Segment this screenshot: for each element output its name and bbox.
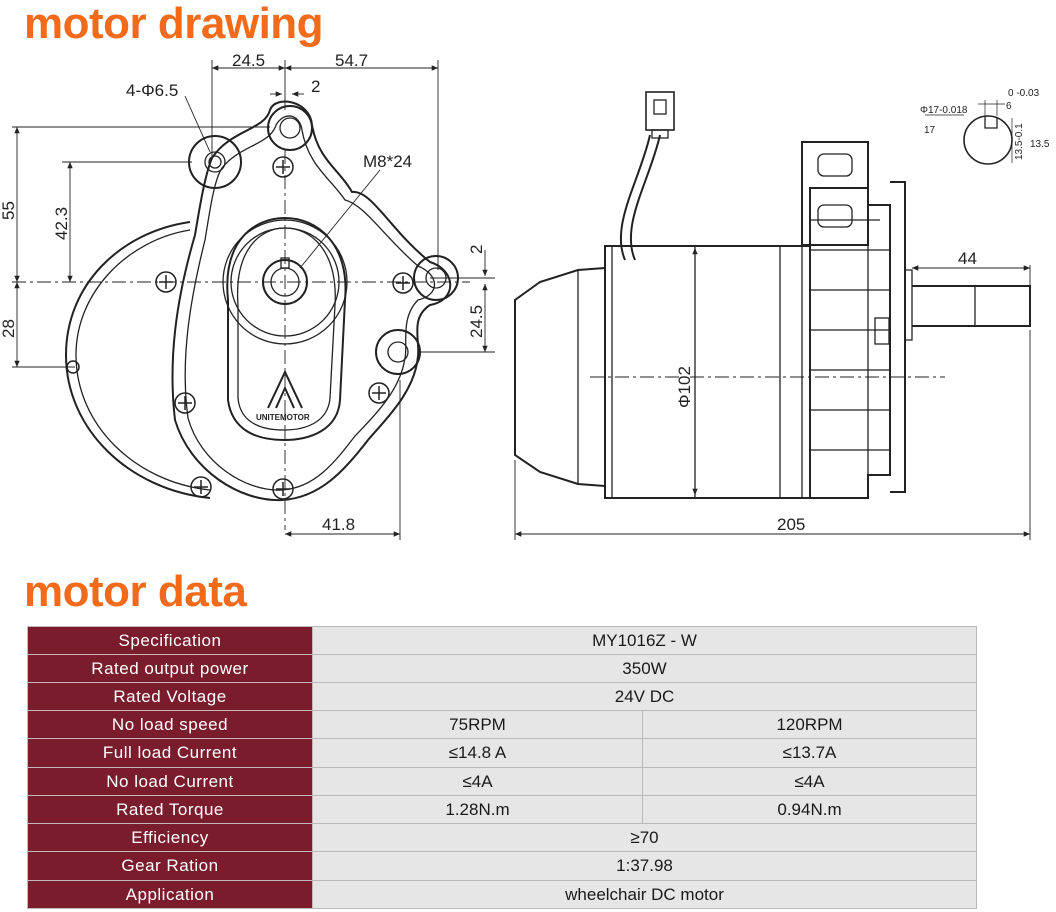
dim-24-5-top: 24.5 xyxy=(232,51,265,70)
shaft-17: 17 xyxy=(924,125,936,136)
dim-24-5-right: 24.5 xyxy=(467,305,486,338)
table-row: Full load Current ≤14.8 A ≤13.7A xyxy=(27,738,978,768)
row-value-120rpm: 0.94N.m xyxy=(641,795,978,824)
row-value: 24V DC xyxy=(311,682,978,711)
row-label: Rated output power xyxy=(27,654,313,683)
motor-spec-table: Specification MY1016Z - W Rated output p… xyxy=(27,626,978,909)
dim-28: 28 xyxy=(0,319,18,338)
dim-54-7: 54.7 xyxy=(335,51,368,70)
table-row: Specification MY1016Z - W xyxy=(27,626,978,655)
dim-102: Φ102 xyxy=(675,366,694,408)
row-value: wheelchair DC motor xyxy=(311,880,978,909)
motor-cylinder xyxy=(604,245,811,499)
dim-44: 44 xyxy=(958,249,977,268)
table-row: No load speed 75RPM 120RPM xyxy=(27,710,978,739)
logo-text: UNITEMOTOR xyxy=(256,413,310,422)
table-row: No load Current ≤4A ≤4A xyxy=(27,767,978,796)
shaft-17-tolerance: Φ17-0.018 xyxy=(920,105,968,116)
shaft-13-5: 13.5 xyxy=(1030,139,1050,150)
motor-end-cap xyxy=(514,267,606,487)
dim-2-right: 2 xyxy=(467,245,486,254)
motor-technical-drawing: 24.5 54.7 2 4-Φ6.5 M8*24 55 42.3 28 2 24… xyxy=(0,51,1050,540)
row-value-75rpm: 1.28N.m xyxy=(312,795,643,824)
dim-205: 205 xyxy=(777,515,805,534)
dim-42-3: 42.3 xyxy=(52,207,71,240)
table-row: Gear Ration 1:37.98 xyxy=(27,851,978,881)
shaft-13-5-tolerance: 13.5-0.1 xyxy=(1014,123,1025,160)
dim-41-8: 41.8 xyxy=(322,515,355,534)
dim-2-top: 2 xyxy=(311,77,320,96)
motor-drawing-heading: motor drawing xyxy=(24,0,324,48)
table-row: Rated Voltage 24V DC xyxy=(27,682,978,711)
bolt-label: M8*24 xyxy=(363,152,412,171)
row-value: 350W xyxy=(311,654,978,683)
row-value-120rpm: ≤13.7A xyxy=(641,738,978,768)
row-value: 1:37.98 xyxy=(311,851,978,881)
row-label: No load speed xyxy=(27,710,313,739)
table-row: Rated Torque 1.28N.m 0.94N.m xyxy=(27,795,978,824)
row-value-75rpm: ≤14.8 A xyxy=(312,738,643,768)
row-value-75rpm: 75RPM xyxy=(312,710,643,739)
row-label: Rated Voltage xyxy=(27,682,313,711)
row-value: MY1016Z - W xyxy=(311,626,978,655)
row-label: Rated Torque xyxy=(27,795,313,824)
row-label: No load Current xyxy=(27,767,313,796)
motor-data-heading: motor data xyxy=(24,567,247,616)
row-label: Application xyxy=(27,880,313,909)
row-value-120rpm: ≤4A xyxy=(641,767,978,796)
hole-label: 4-Φ6.5 xyxy=(126,81,178,100)
row-value-120rpm: 120RPM xyxy=(641,710,978,739)
shaft-6: 6 xyxy=(1006,101,1012,112)
shaft-6-tolerance: 0 -0.03 xyxy=(1008,88,1040,99)
row-value: ≥70 xyxy=(311,823,978,852)
dim-55: 55 xyxy=(0,201,18,220)
table-row: Rated output power 350W xyxy=(27,654,978,683)
table-row: Application wheelchair DC motor xyxy=(27,880,978,909)
row-label: Efficiency xyxy=(27,823,313,852)
row-label: Gear Ration xyxy=(27,851,313,881)
row-label: Full load Current xyxy=(27,738,313,768)
table-row: Efficiency ≥70 xyxy=(27,823,978,852)
row-label: Specification xyxy=(27,626,313,655)
row-value-75rpm: ≤4A xyxy=(312,767,643,796)
shaft-section xyxy=(963,115,1013,165)
gear-housing-outline xyxy=(64,221,211,499)
